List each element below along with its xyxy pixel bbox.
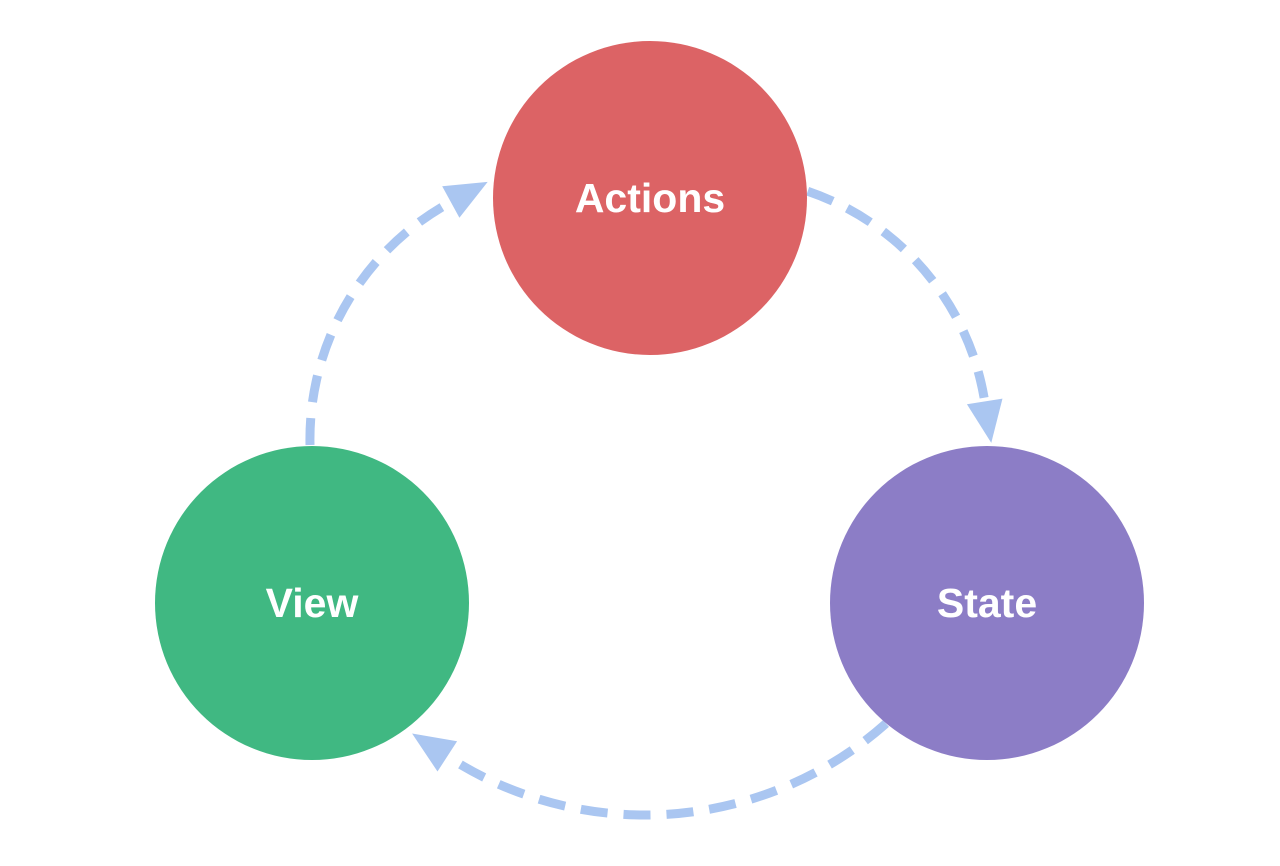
node-actions: Actions	[493, 41, 807, 355]
arrow-actions-to-state	[806, 186, 1003, 443]
node-view-label: View	[266, 580, 359, 626]
arrow-state-to-view	[412, 720, 889, 820]
node-view-circle	[155, 446, 469, 760]
node-state-label: State	[937, 580, 1037, 626]
node-actions-circle	[493, 41, 807, 355]
node-state: State	[830, 446, 1144, 760]
arrow-view-to-actions	[305, 181, 488, 446]
flow-arrows	[305, 181, 1003, 820]
node-actions-label: Actions	[575, 175, 725, 221]
node-state-circle	[830, 446, 1144, 760]
node-view: View	[155, 446, 469, 760]
